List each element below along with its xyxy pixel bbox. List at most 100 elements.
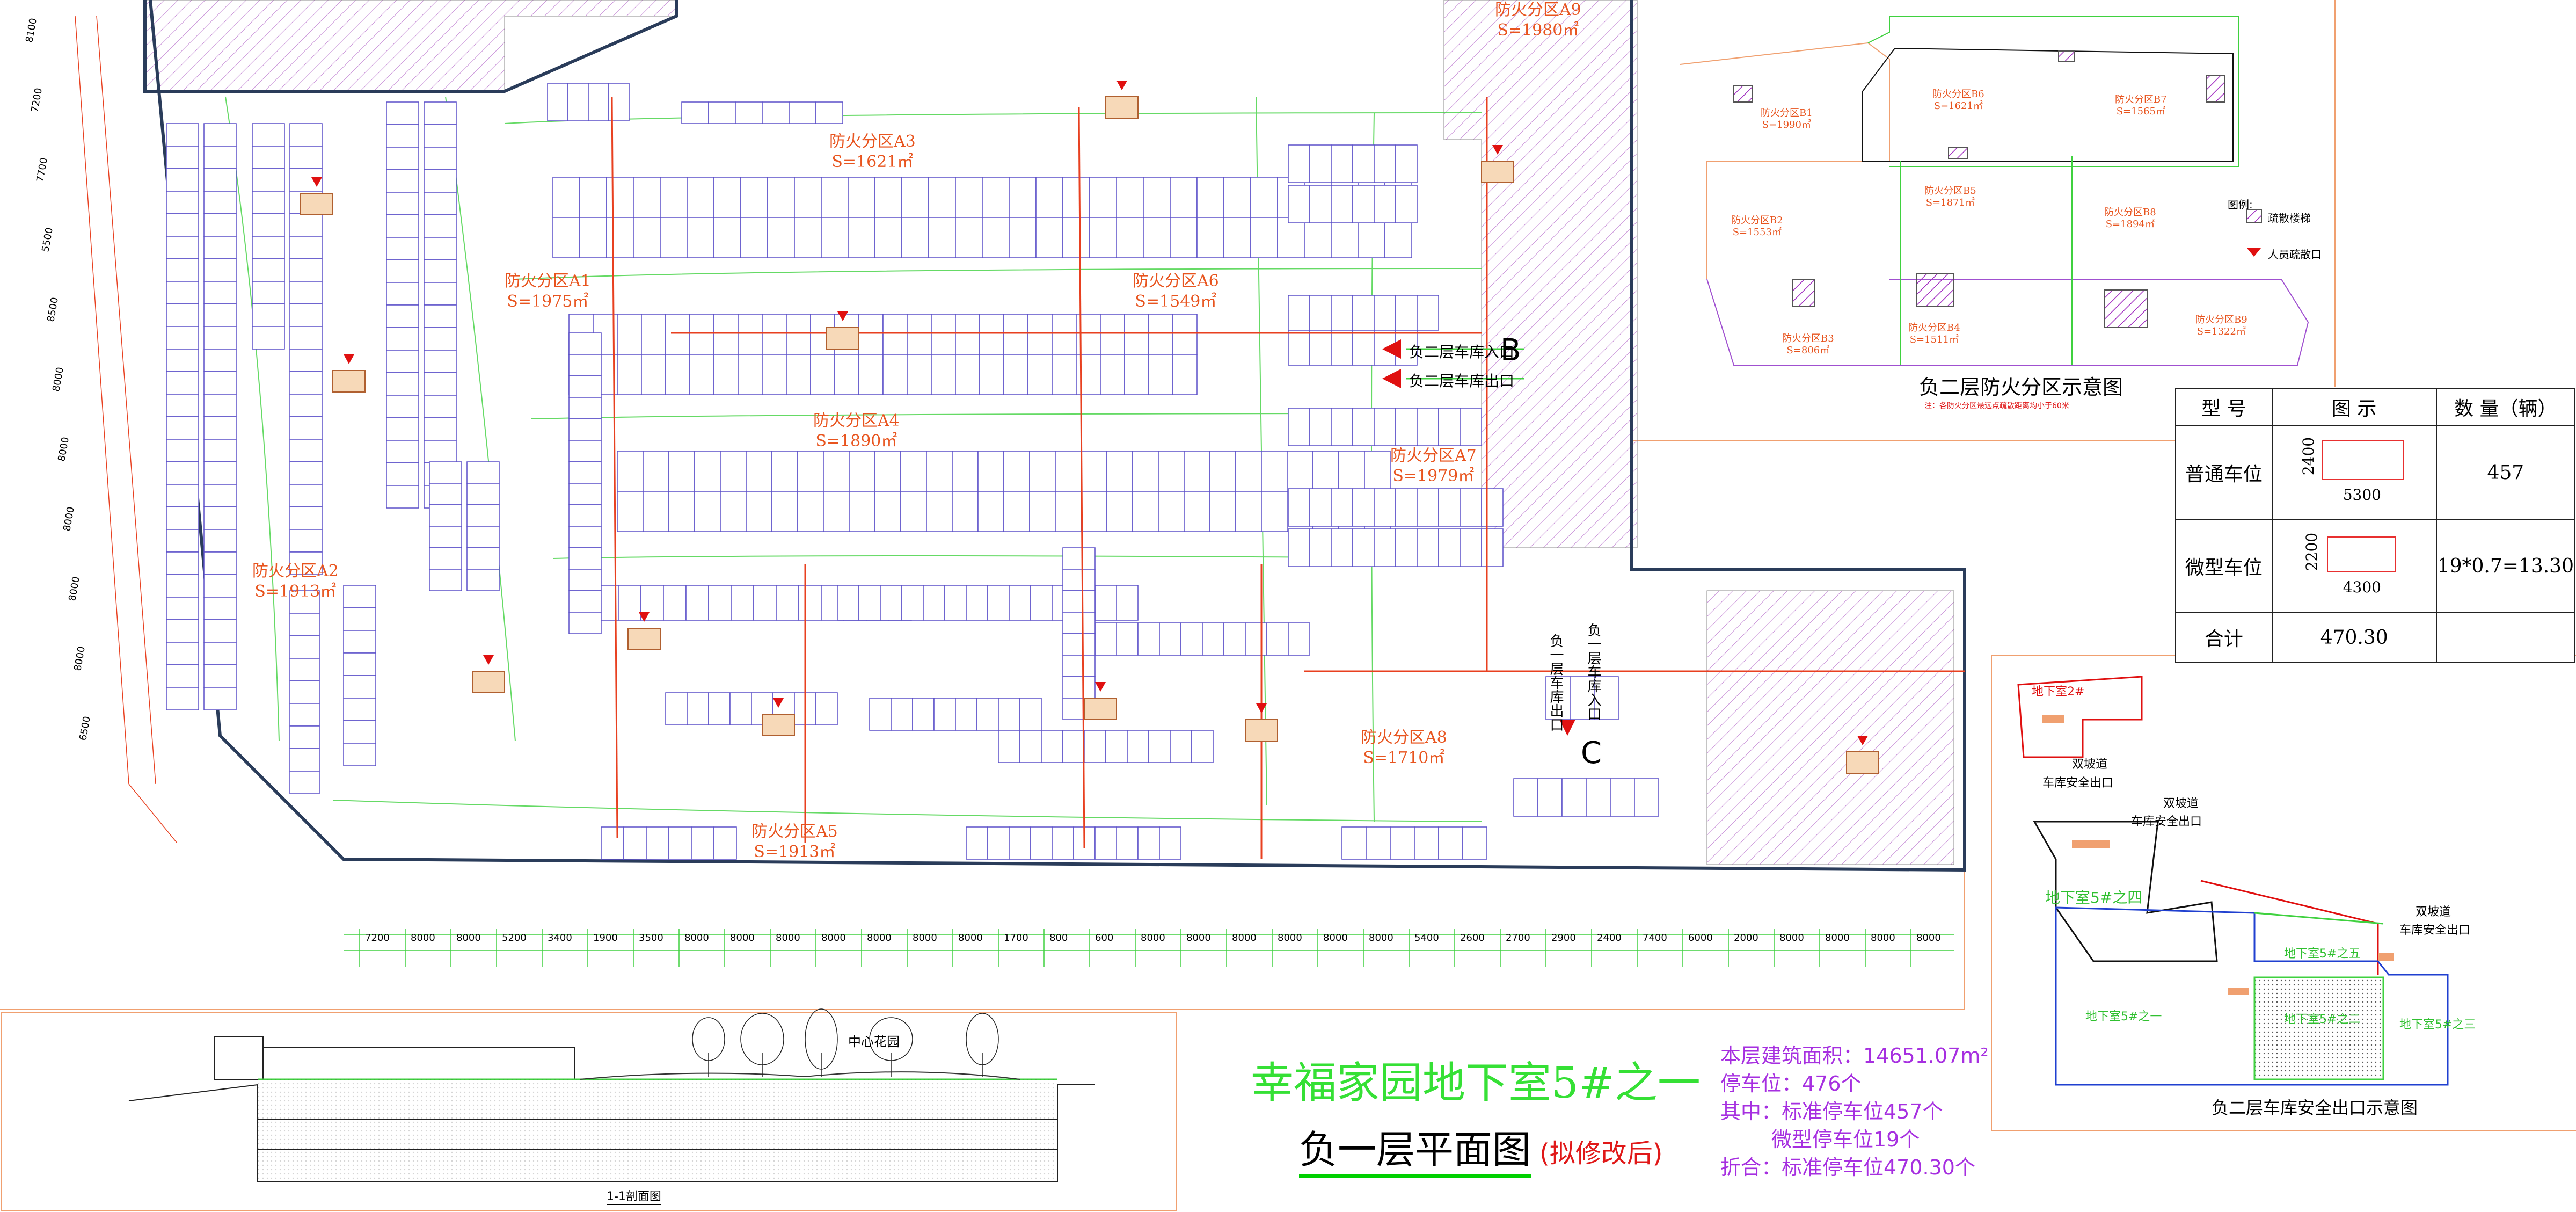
parking-stall [1358,217,1385,258]
parking-stall [663,585,687,621]
parking-stall [252,326,285,350]
parking-stall [386,462,419,486]
b1-entrance-label: 负一层车库入口 [1585,623,1601,721]
parking-stall [203,281,237,304]
exit-map-b5-five: 地下室5#之五 [2284,947,2361,961]
parking-stall [687,217,714,258]
exit-map-ramp1: 双坡道 [2072,758,2108,771]
parking-stall [203,597,237,620]
parking-stall [1374,144,1396,183]
dim-label: 7400 [1643,932,1667,944]
parking-stall [568,569,602,591]
parking-stall [1170,730,1192,763]
parking-stall [1116,585,1139,621]
parking-stall [1364,451,1391,492]
parking-stall [429,547,462,570]
parking-stall [424,192,457,215]
parking-stall [466,547,500,570]
dim-label: 7200 [365,932,390,944]
fire-partition-lines [611,96,1965,859]
parking-stall [1261,451,1288,492]
parking-stall [1062,177,1090,218]
parking-stall [1100,354,1125,395]
b2-legend-title: 图例: [2228,198,2253,211]
parking-stall [203,619,237,643]
parking-stall [979,354,1004,395]
dim-label: 1700 [1004,932,1028,944]
parking-stall [912,698,935,731]
b2-fire-zone-map [1680,16,2309,366]
parking-stall [729,692,752,725]
stat-equivalent: 折合：标准停车位470.30个 [1720,1156,1975,1179]
drawing-sub-title: 负一层平面图 [1299,1118,1531,1178]
parking-stall [1062,633,1096,656]
parking-stall [466,483,500,505]
parking-stall [1089,217,1117,258]
parking-stall [203,123,237,147]
parking-stall [289,748,320,772]
parking-stall [386,214,419,238]
parking-stall [466,526,500,548]
parking-stall [1062,569,1096,591]
parking-stall [1062,547,1096,570]
stair [1846,751,1879,774]
parking-stall [767,217,795,258]
parking-stall [617,354,642,395]
parking-stall [874,217,902,258]
parking-stall [1438,826,1463,860]
parking-stall [1116,826,1139,860]
parking-stall [166,123,199,147]
parking-stall [1158,491,1185,532]
parking-stall [252,258,285,282]
parking-stall [1288,488,1310,527]
dim-label: 8000 [61,506,77,532]
parking-stall [1417,295,1439,331]
parking-stall [1513,778,1538,817]
stat-area: 本层建筑面积：14651.07m² [1720,1044,1989,1068]
parking-stall [720,451,747,492]
parking-stall [424,124,457,148]
parking-stall [1132,491,1159,532]
parking-stall [343,698,376,721]
row-standard-diagram: 5300 2400 [2271,425,2437,520]
parking-stall [343,585,376,608]
parking-stall [203,303,237,327]
parking-stall [166,236,199,259]
tree-crown [740,1013,784,1065]
parking-stall [203,213,237,237]
parking-stall [289,484,323,507]
parking-stall [901,217,929,258]
parking-stall [289,349,323,372]
stair [472,671,505,693]
parking-stall [1137,622,1160,656]
parking-stall [203,236,237,259]
parking-stall [386,237,419,260]
row-micro-qty: 19*0.7=13.30 [2435,519,2576,613]
dim-label: 8000 [1825,932,1850,944]
parking-stall [735,101,763,124]
parking-stall [1312,451,1339,492]
tree-crown [966,1013,999,1065]
parking-stall [386,350,419,373]
dim-label: 5500 [40,227,55,253]
exit-marker [837,311,848,321]
parking-stall [606,217,634,258]
parking-stall [882,314,908,355]
parking-stall [1288,185,1310,223]
parking-stall [1223,217,1251,258]
parking-stall [1235,451,1262,492]
section-drawing [128,1036,1095,1182]
left-axis-grid [75,16,178,844]
fire-zone-a2-label: 防火分区A2 S=1913㎡ [252,561,339,602]
parking-stall [823,491,850,532]
parking-stall [343,720,376,744]
parking-stall [979,314,1004,355]
dim-label: 8000 [684,932,709,944]
parking-stall [1084,730,1106,763]
dim-label: 7700 [34,157,50,183]
parking-stall [1261,491,1288,532]
parking-stall [848,217,875,258]
parking-stall [944,585,967,621]
parking-stall [424,304,457,328]
parking-stall [568,461,602,484]
